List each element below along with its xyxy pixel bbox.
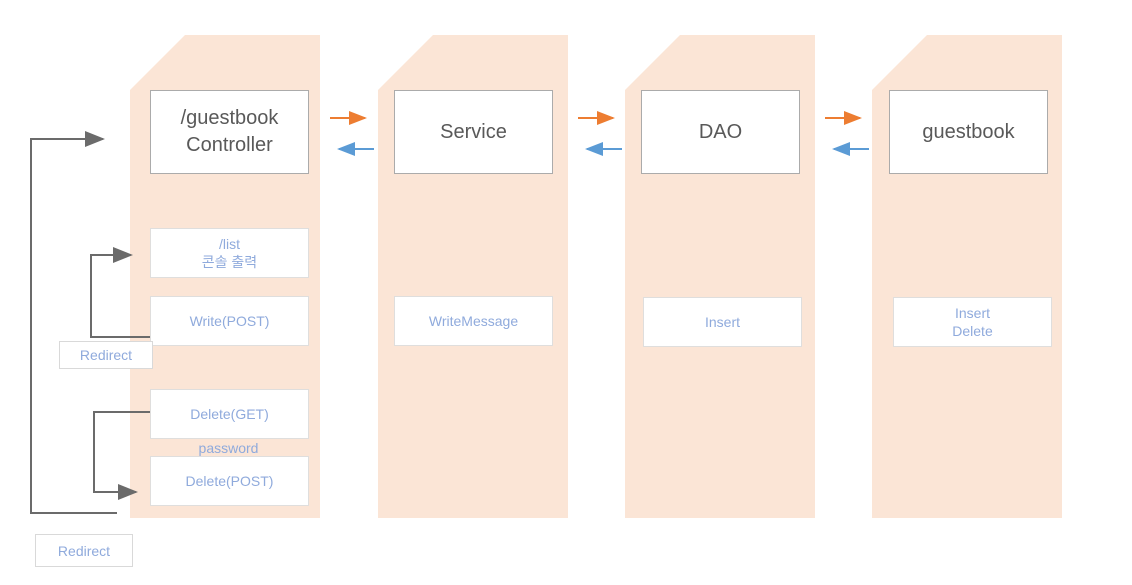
guestbook-title: guestbook xyxy=(922,120,1015,143)
service-header-box: Service xyxy=(394,90,553,174)
delete-post-label: Delete(POST) xyxy=(185,473,274,489)
redirect-bottom-label: Redirect xyxy=(57,542,111,559)
delete-get-box: Delete(GET) xyxy=(150,389,309,439)
write-post-label: Write(POST) xyxy=(189,313,270,329)
insert-box: Insert xyxy=(643,297,802,347)
delete-get-label: Delete(GET) xyxy=(190,406,269,422)
list-box-line1: /list xyxy=(219,236,240,252)
controller-header-box: /guestbook Controller xyxy=(150,90,309,174)
insert-delete-line1: Insert xyxy=(954,305,990,321)
controller-title-line1: /guestbook xyxy=(180,107,279,129)
list-box-line2: 콘솔 출력 xyxy=(201,254,258,270)
list-box: /list 콘솔 출력 xyxy=(150,228,309,278)
redirect-bottom-label-box: Redirect xyxy=(35,534,133,567)
dao-title: DAO xyxy=(698,120,743,143)
guestbook-header-box: guestbook xyxy=(889,90,1048,174)
password-label: password xyxy=(198,440,259,456)
redirect-write-label-box: Redirect xyxy=(59,341,153,369)
delete-post-box: Delete(POST) xyxy=(150,456,309,506)
redirect-write-label: Redirect xyxy=(79,347,133,363)
insert-delete-line2: Delete xyxy=(952,323,993,339)
write-message-box: WriteMessage xyxy=(394,296,553,346)
write-post-box: Write(POST) xyxy=(150,296,309,346)
connector-redirect-loop-to-controller xyxy=(30,131,117,514)
write-message-label: WriteMessage xyxy=(428,313,519,329)
controller-title-line2: Controller xyxy=(186,134,273,156)
insert-label: Insert xyxy=(704,314,740,330)
dao-header-box: DAO xyxy=(641,90,800,174)
service-title: Service xyxy=(440,120,507,143)
insert-delete-box: Insert Delete xyxy=(893,297,1052,347)
